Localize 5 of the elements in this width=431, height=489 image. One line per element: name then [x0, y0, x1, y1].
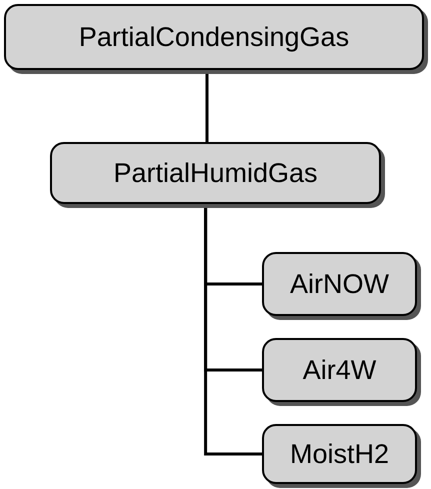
class-name: MoistH2 [290, 438, 390, 470]
class-name: Air4W [302, 354, 376, 386]
class-name: PartialHumidGas [113, 158, 318, 188]
class-name: AirNOW [290, 268, 389, 300]
class-name: PartialCondensingGas [78, 22, 350, 52]
